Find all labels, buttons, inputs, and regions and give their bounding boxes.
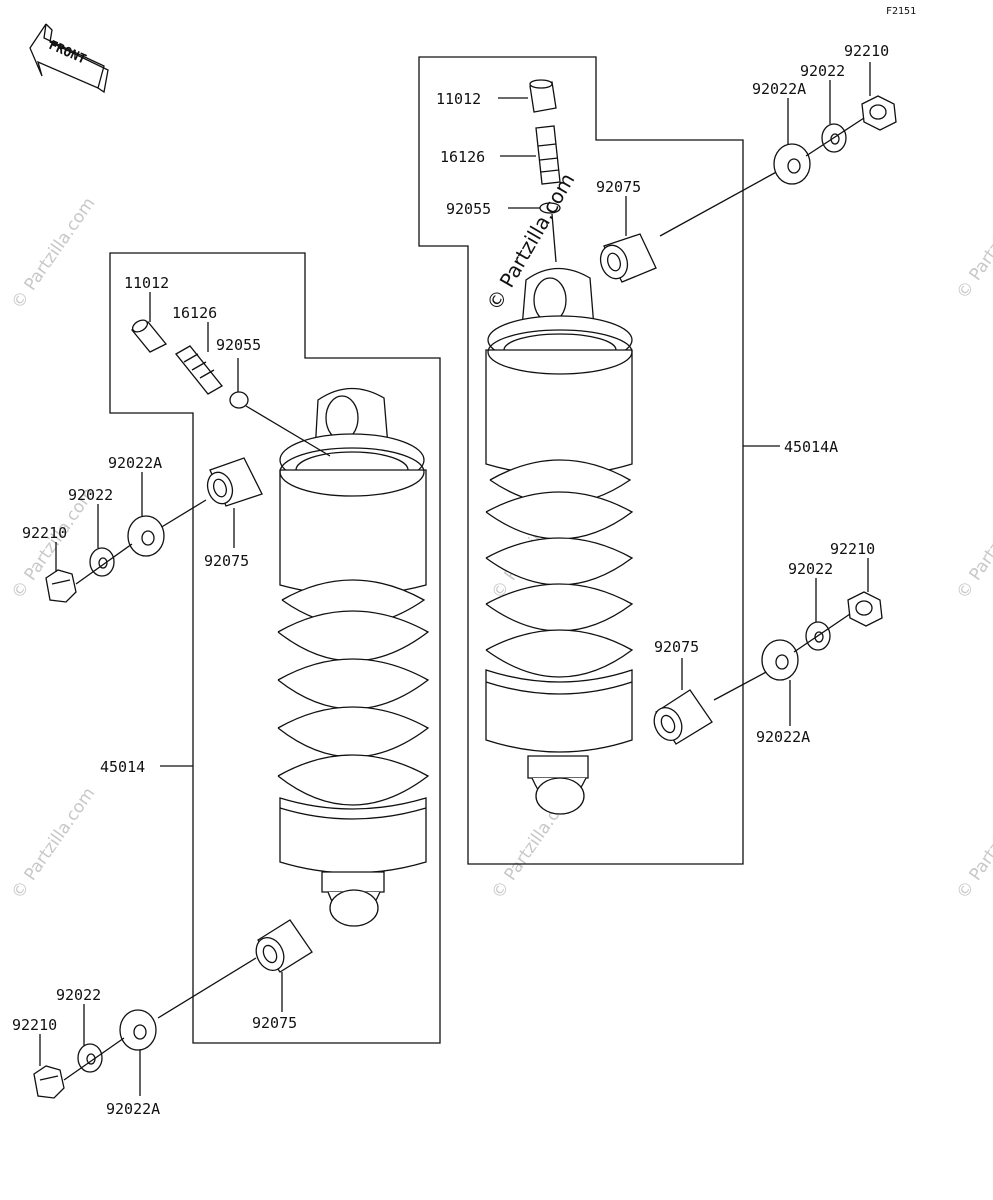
right-bottom-nut-icon	[847, 591, 883, 627]
part-label: 92075	[596, 178, 641, 196]
part-label: 92075	[204, 552, 249, 570]
part-label: 92022A	[108, 454, 162, 472]
part-label: 92022	[56, 986, 101, 1004]
part-label: 92022A	[756, 728, 810, 746]
left-shock-assembly: 11012 16126 92055 92022A 92022 92210 920…	[12, 252, 441, 1118]
part-label: 92210	[22, 524, 67, 542]
left-bottom-washer-a-icon	[119, 1009, 157, 1051]
part-label: 92022A	[752, 80, 806, 98]
watermark: © Partzilla.com	[8, 784, 100, 903]
watermark: © Partzilla.com	[953, 484, 993, 603]
part-label: 92210	[12, 1016, 57, 1034]
right-shock-assembly: 11012 16126 92055 92075 92022A 92022 922…	[418, 42, 897, 865]
part-label: 92022A	[106, 1100, 160, 1118]
part-label: 16126	[172, 304, 217, 322]
part-label: 11012	[436, 90, 481, 108]
right-bottom-collar-icon	[653, 689, 713, 745]
right-top-nut-icon	[861, 95, 897, 131]
watermark: © Partzilla.com	[8, 194, 100, 313]
part-label: 92075	[252, 1014, 297, 1032]
watermark: © Partzilla.com	[953, 784, 993, 903]
front-arrow-icon: FRONT	[29, 23, 109, 94]
left-top-nut-icon	[45, 569, 77, 603]
part-label: 92210	[830, 540, 875, 558]
right-assembly-outline	[418, 56, 744, 865]
figure-code: F2151	[886, 6, 916, 17]
part-label: 92022	[68, 486, 113, 504]
right-valve-cap-icon	[529, 79, 557, 113]
right-top-washer-a-icon	[773, 143, 811, 185]
left-o-ring-icon	[229, 391, 249, 409]
left-valve-icon	[175, 345, 223, 395]
left-bottom-collar-icon	[255, 919, 313, 973]
part-label: 92210	[844, 42, 889, 60]
part-label: 92055	[446, 200, 491, 218]
part-label: 92022	[800, 62, 845, 80]
watermark: © Partzilla.com	[953, 184, 993, 303]
part-label: 92022	[788, 560, 833, 578]
part-label: 11012	[124, 274, 169, 292]
right-bottom-washer-a-icon	[761, 639, 799, 681]
part-label: 16126	[440, 148, 485, 166]
left-top-collar-icon	[206, 457, 263, 507]
assembly-label: 45014	[100, 758, 145, 776]
left-bottom-nut-icon	[33, 1065, 65, 1099]
left-shock-absorber	[277, 387, 430, 927]
assembly-label: 45014A	[784, 438, 838, 456]
right-valve-icon	[535, 125, 561, 185]
right-shock-absorber	[485, 267, 634, 815]
left-valve-cap-icon	[130, 319, 168, 353]
left-top-washer-a-icon	[127, 515, 165, 557]
left-bottom-washer-icon	[77, 1043, 103, 1073]
part-label: 92055	[216, 336, 261, 354]
right-top-collar-icon	[599, 233, 657, 283]
left-assembly-outline	[109, 252, 441, 1044]
part-label: 92075	[654, 638, 699, 656]
